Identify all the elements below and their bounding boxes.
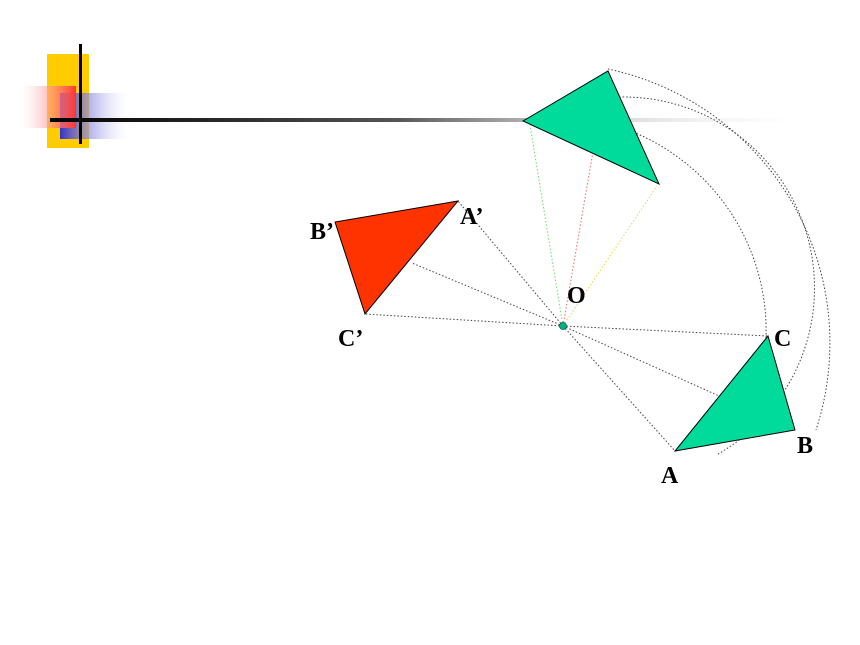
triangle-rotated — [521, 70, 661, 186]
arc-B — [607, 68, 831, 431]
label-A: A — [661, 463, 679, 489]
label-B-prime: B’ — [310, 219, 334, 245]
rotated-rays — [529, 124, 658, 327]
connector-lines — [364, 200, 796, 452]
center-point-O — [559, 322, 567, 330]
header-bar — [50, 118, 820, 122]
label-A-prime: A’ — [460, 204, 484, 230]
triangle-AprimeBprimeCprime — [334, 200, 460, 316]
deco-vertical-line — [79, 44, 82, 144]
ray-green — [529, 124, 564, 327]
line-O-B — [562, 325, 796, 431]
line-O-Cprime — [364, 313, 564, 327]
line-O-Aprime — [457, 200, 564, 327]
header-decoration — [20, 44, 820, 148]
line-O-A — [562, 325, 676, 452]
line-O-C — [562, 325, 769, 337]
label-O: O — [567, 283, 586, 309]
ray-yellow — [562, 185, 658, 327]
label-C-prime: C’ — [338, 326, 363, 352]
line-O-Bprime — [411, 262, 564, 327]
triangle-ABC — [673, 334, 796, 452]
label-B: B — [797, 433, 813, 459]
label-C: C — [774, 326, 791, 352]
